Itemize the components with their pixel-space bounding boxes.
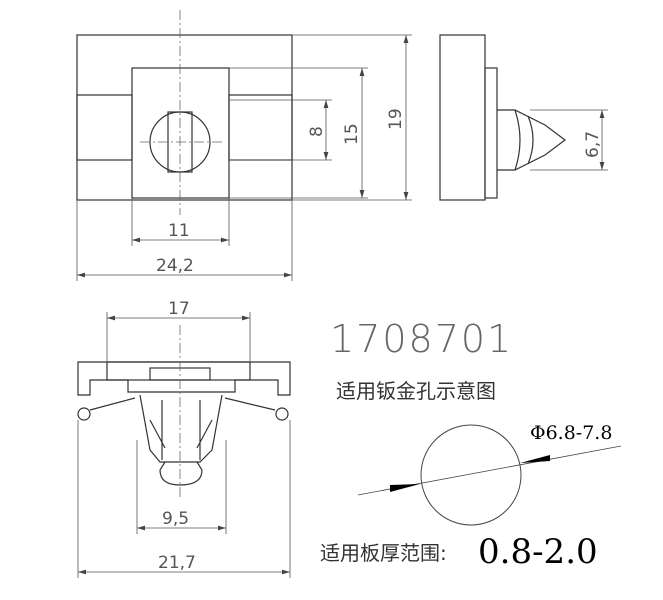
hole-diagram [357,424,622,526]
top-view: 8 15 19 11 24,2 [76,10,412,281]
front-view: 17 9,5 21,7 [77,299,291,578]
dim-front-top-width: 17 [168,299,190,319]
dim-top-hole-height: 8 [307,126,327,137]
dim-top-overall-height: 19 [386,108,406,130]
dim-side-prong-height: 6,7 [583,131,603,158]
dim-top-overall-width: 24,2 [156,256,194,276]
dim-front-overall-width: 21,7 [158,553,196,573]
thickness-label: 适用板厚范围: [320,541,447,565]
dim-front-leg-width: 9,5 [162,509,189,529]
part-number: 1708701 [330,317,513,361]
dim-top-plate-height: 15 [342,123,362,145]
side-view: 6,7 [439,34,608,201]
hole-diagram-title: 适用钣金孔示意图 [336,379,496,403]
thickness-value: 0.8-2.0 [478,532,598,572]
dim-top-plate-width: 11 [168,221,190,241]
hole-diameter: Φ6.8-7.8 [530,422,612,444]
